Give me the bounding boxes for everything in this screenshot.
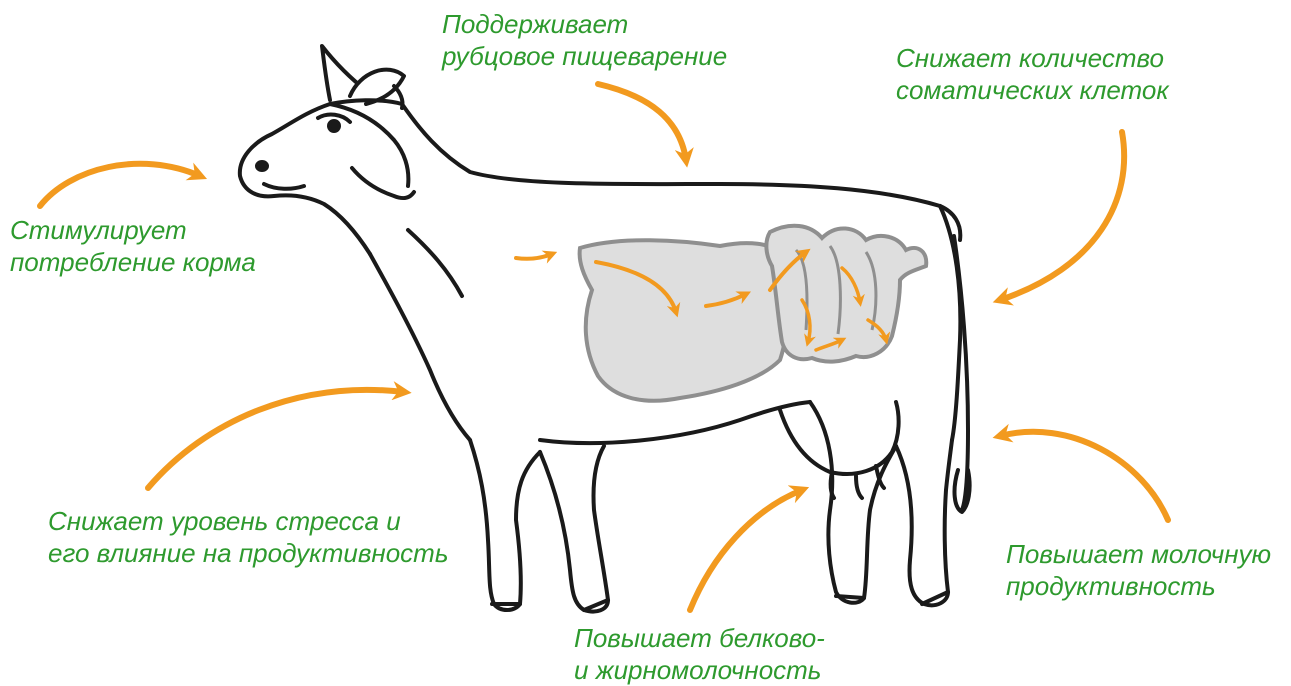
cow-cheek xyxy=(352,168,414,198)
label-line: его влияние на продуктивность xyxy=(48,537,449,569)
cow-rear xyxy=(940,206,960,440)
label-increases-milk-yield: Повышает молочную продуктивность xyxy=(1006,538,1271,602)
cow-udder xyxy=(780,402,899,474)
label-line: Поддерживает xyxy=(442,8,727,40)
label-line: Повышает молочную xyxy=(1006,538,1271,570)
label-reduces-somatic-cells: Снижает количество соматических клеток xyxy=(896,42,1169,106)
arrow-protein xyxy=(690,490,802,610)
label-line: потребление корма xyxy=(10,246,256,278)
label-line: Стимулирует xyxy=(10,214,256,246)
cow-teat-2 xyxy=(856,476,862,498)
label-line: Снижает количество xyxy=(896,42,1169,74)
cow-dewlap xyxy=(408,230,462,296)
digestive-organs xyxy=(516,226,926,401)
intestines-organ xyxy=(766,226,926,362)
flow-arrow-1 xyxy=(516,254,552,259)
arrow-stress xyxy=(148,390,404,488)
cow-nostril xyxy=(257,162,267,170)
arrow-rumen xyxy=(598,84,686,160)
cow-mouth xyxy=(264,184,304,189)
label-line: продуктивность xyxy=(1006,570,1271,602)
label-reduces-stress: Снижает уровень стресса и его влияние на… xyxy=(48,505,449,569)
label-line: и жирномолочность xyxy=(574,654,825,686)
cow-eye xyxy=(329,121,339,131)
cow-front-leg-right xyxy=(540,446,608,612)
label-line: соматических клеток xyxy=(896,74,1169,106)
cow-hind-leg-right xyxy=(896,440,952,605)
label-supports-rumen-digestion: Поддерживает рубцовое пищеварение xyxy=(442,8,727,72)
label-line: Повышает белково- xyxy=(574,622,825,654)
label-stimulates-feed-intake: Стимулирует потребление корма xyxy=(10,214,256,278)
cow-back xyxy=(402,104,960,240)
arrow-milk xyxy=(1000,432,1168,520)
label-increases-protein-fat: Повышает белково- и жирномолочность xyxy=(574,622,825,686)
label-line: рубцовое пищеварение xyxy=(442,40,727,72)
cow-front-leg-left xyxy=(470,440,540,610)
arrow-somatic xyxy=(1000,132,1124,300)
cow-belly xyxy=(540,402,810,443)
label-line: Снижает уровень стресса и xyxy=(48,505,449,537)
arrow-intake xyxy=(40,164,200,206)
cow-hoof-3 xyxy=(836,596,864,598)
